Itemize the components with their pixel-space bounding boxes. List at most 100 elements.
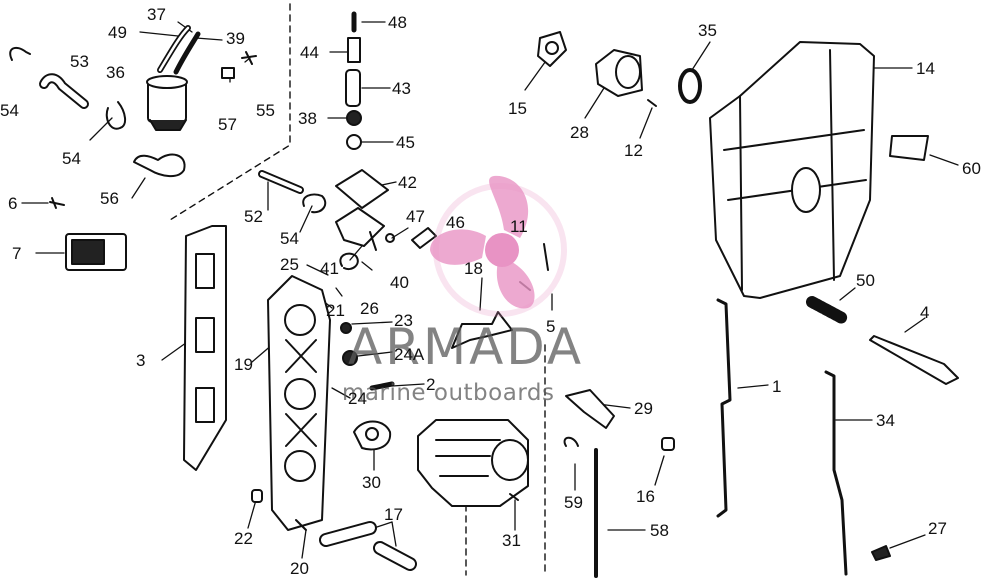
part-44-spring: [347, 37, 361, 63]
part-24A-plug: [342, 350, 358, 366]
part-47-oring: [385, 233, 395, 243]
dashed-boundaries: [169, 3, 546, 576]
part-23-plug: [340, 322, 352, 334]
callout-37: 37: [147, 5, 166, 24]
part-18-bracket: [451, 311, 513, 349]
callout-34: 34: [876, 411, 895, 430]
callout-2: 2: [426, 375, 436, 394]
callout-53: 53: [70, 52, 89, 71]
part-3-gasket: [183, 225, 227, 471]
part-54-clamp-c: [302, 193, 327, 214]
callout-40: 40: [390, 273, 409, 292]
callout-52: 52: [244, 207, 263, 226]
callout-18: 18: [464, 259, 483, 278]
part-55-screw: [241, 51, 257, 65]
callout-35: 35: [698, 21, 717, 40]
callout-60: 60: [962, 159, 981, 178]
callout-31: 31: [502, 531, 521, 550]
callout-28: 28: [570, 123, 589, 142]
part-46-fitting: [411, 227, 437, 249]
callout-29: 29: [634, 399, 653, 418]
callout-19: 19: [234, 355, 253, 374]
callout-7: 7: [12, 244, 22, 263]
part-45-seat: [346, 134, 362, 150]
callout-48: 48: [388, 13, 407, 32]
callout-24: 24: [348, 389, 367, 408]
callout-50: 50: [856, 271, 875, 290]
part-59-clip: [563, 436, 579, 447]
callout-24A: 24A: [394, 345, 425, 364]
part-35-seal: [678, 68, 702, 104]
part-42-cover: [335, 169, 389, 209]
callout-58: 58: [650, 521, 669, 540]
callout-54-c: 54: [280, 229, 299, 248]
callout-12: 12: [624, 141, 643, 160]
callout-47: 47: [406, 207, 425, 226]
part-39-line: [173, 31, 201, 75]
part-50-spring: [806, 296, 848, 324]
callout-14: 14: [916, 59, 935, 78]
part-57-fitting: [221, 67, 235, 79]
callout-30: 30: [362, 473, 381, 492]
callout-45: 45: [396, 133, 415, 152]
callout-54: 54: [0, 101, 19, 120]
callout-11: 11: [510, 217, 528, 236]
callout-27: 27: [928, 519, 947, 538]
part-27-plug: [871, 545, 891, 561]
part-22-plug: [251, 489, 263, 503]
watermark-logo: [430, 175, 567, 317]
part-5-screw: [543, 243, 549, 271]
part-12-screw: [647, 99, 657, 107]
watermark-tagline: marine outboards: [342, 380, 555, 406]
callout-25: 25: [280, 255, 299, 274]
callout-15: 15: [508, 99, 527, 118]
part-43-pin: [345, 69, 361, 107]
callout-56: 56: [100, 189, 119, 208]
callout-23: 23: [394, 311, 413, 330]
callout-55: 55: [256, 101, 275, 120]
callout-46: 46: [446, 213, 465, 232]
callout-42: 42: [398, 173, 417, 192]
callout-54-b: 54: [62, 149, 81, 168]
callout-49: 49: [108, 23, 127, 42]
part-4-lever: [869, 335, 959, 385]
part-16-plug: [661, 437, 675, 451]
part-38-ball: [346, 110, 362, 126]
part-15-gasket: [537, 31, 567, 67]
part-60-label: [889, 135, 929, 161]
callout-1: 1: [772, 377, 782, 396]
part-29-bracket: [565, 389, 615, 429]
callout-57: 57: [218, 115, 237, 134]
part-54-clamp: [9, 46, 31, 61]
part-56-bracket: [133, 153, 186, 177]
callout-21: 21: [326, 301, 345, 320]
callout-44: 44: [300, 43, 319, 62]
callout-43: 43: [392, 79, 411, 98]
part-41-pump: [335, 207, 385, 247]
callout-26: 26: [360, 299, 379, 318]
watermark-brand-name: ARMADA: [348, 318, 585, 376]
part-1-link-rod: [716, 298, 732, 518]
callout-17: 17: [384, 505, 403, 524]
part-30-gasket: [353, 420, 392, 451]
part-40-screw: [369, 231, 377, 251]
part-20-screw: [295, 519, 307, 531]
part-34-link-rod: [824, 370, 848, 576]
part-54-clamp-b: [105, 101, 126, 130]
callout-39: 39: [226, 29, 245, 48]
callout-22: 22: [234, 529, 253, 548]
callout-16: 16: [636, 487, 655, 506]
callout-59: 59: [564, 493, 583, 512]
callout-41: 41: [320, 259, 339, 278]
part-2-screw: [369, 381, 395, 391]
part-14-silencer: [709, 41, 875, 299]
callout-5: 5: [546, 317, 556, 336]
callout-36: 36: [106, 63, 125, 82]
callout-4: 4: [920, 303, 930, 322]
part-26-clamp: [339, 252, 359, 270]
callout-3: 3: [136, 351, 146, 370]
part-6-screw: [49, 197, 65, 209]
part-31-screw: [509, 493, 519, 501]
callout-20: 20: [290, 559, 309, 578]
